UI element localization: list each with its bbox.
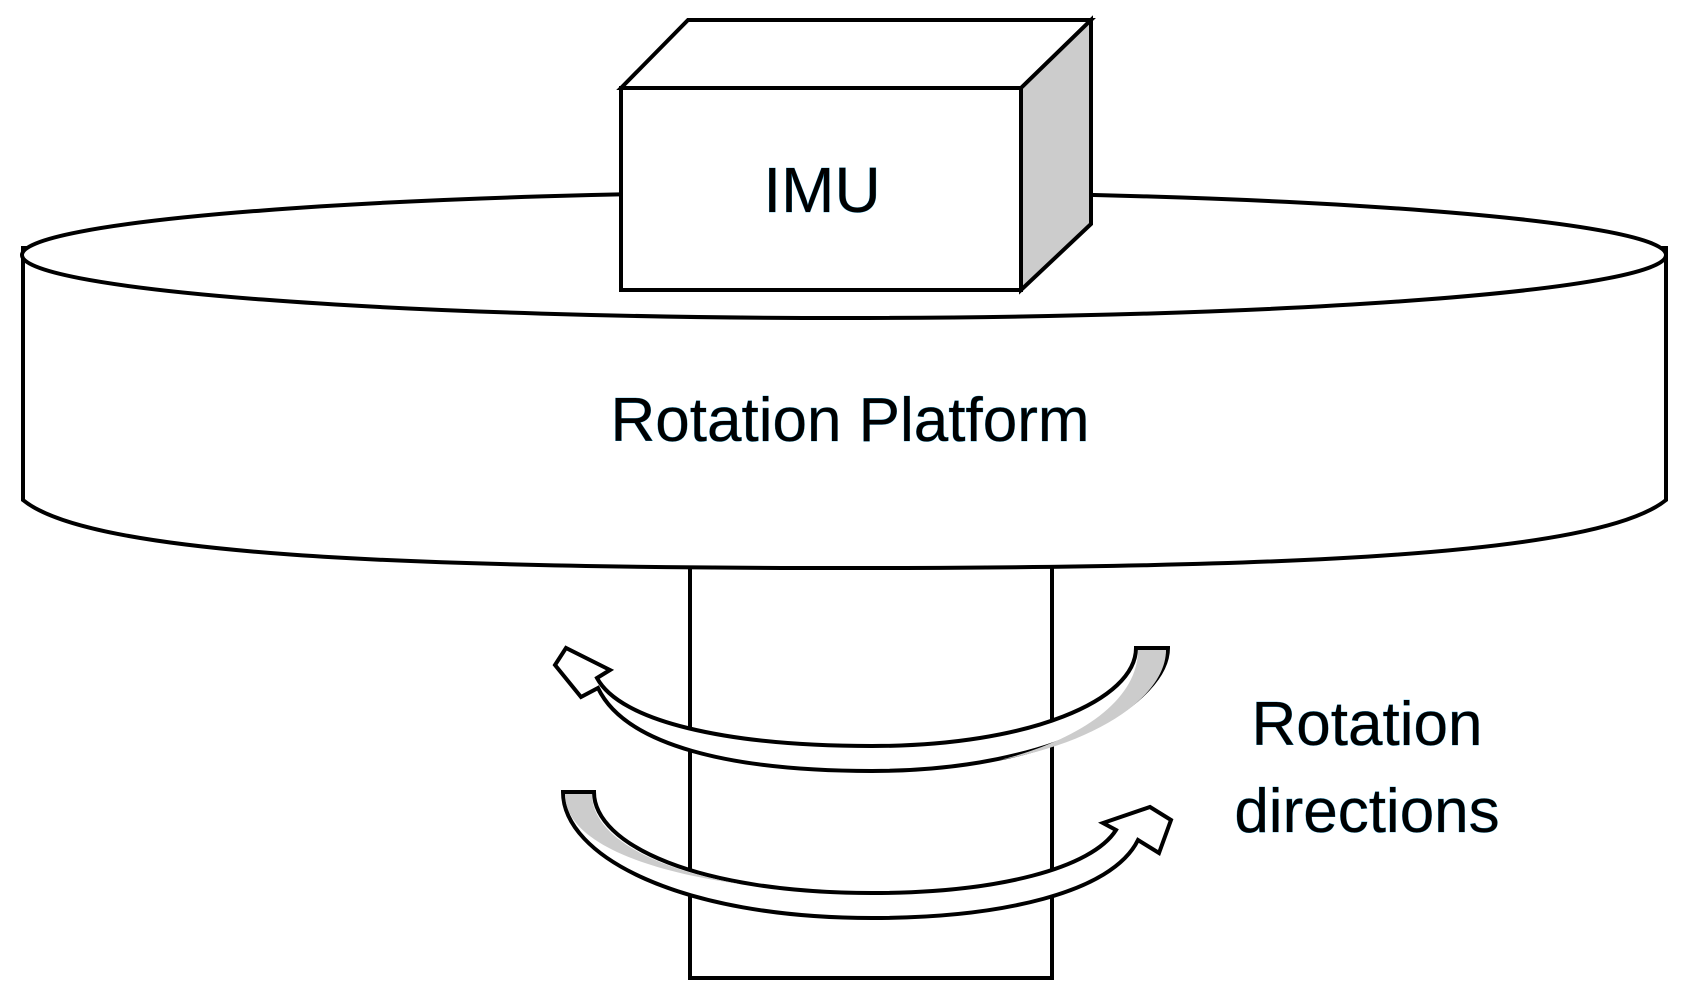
imu-box-top-face <box>616 18 1096 90</box>
platform-body <box>21 246 1668 571</box>
rotation-directions-label-line2: directions <box>1234 777 1499 846</box>
lower-rotation-arrow-shade <box>565 794 740 884</box>
imu-label: IMU <box>763 154 880 226</box>
lower-rotation-arrow-icon <box>560 790 1174 921</box>
rotation-directions-label-line1: Rotation <box>1252 690 1483 759</box>
imu-box-front-face <box>619 86 1023 292</box>
platform-label: Rotation Platform <box>611 386 1090 455</box>
upper-rotation-arrow-shade <box>1000 650 1166 760</box>
